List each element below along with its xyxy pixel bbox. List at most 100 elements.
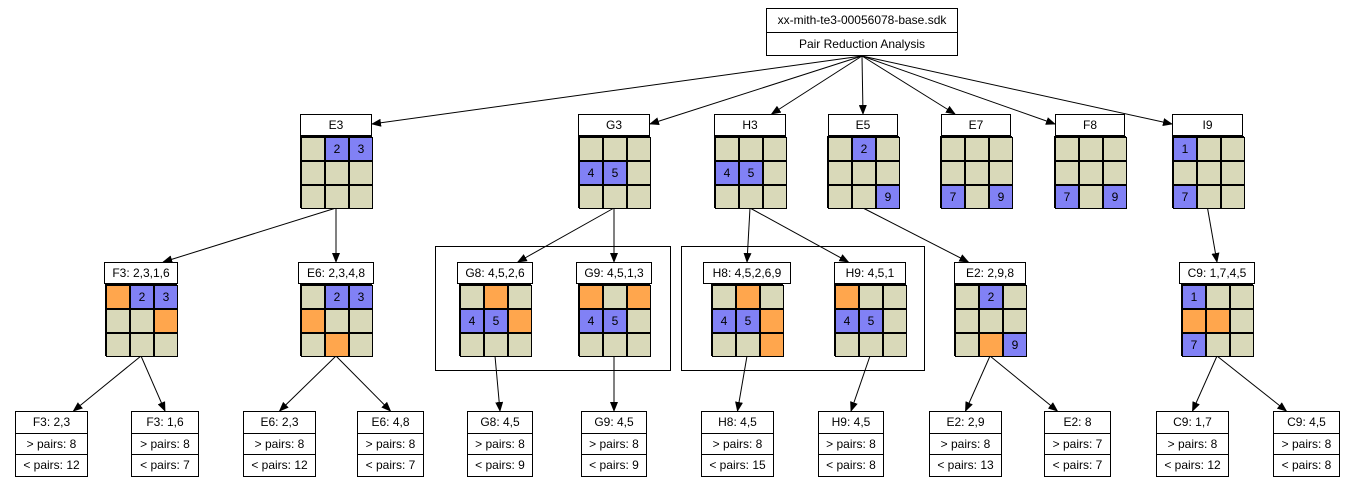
- empty-cell: [989, 137, 1013, 161]
- empty-cell: [301, 161, 325, 185]
- edge-root-e3: [371, 55, 863, 127]
- root-node[interactable]: xx-mith-te3-00056078-base.sdk Pair Reduc…: [766, 8, 958, 56]
- empty-cell: [859, 285, 883, 309]
- empty-cell: [130, 333, 154, 357]
- candidate-cell: [760, 333, 784, 357]
- greater-pairs-count: > pairs: 8: [1157, 433, 1228, 454]
- empty-cell: [1103, 161, 1127, 185]
- pair-cell: 3: [349, 137, 373, 161]
- pair-cell: 9: [989, 185, 1013, 209]
- edge-g3-g8: [516, 207, 615, 263]
- node-title: E5: [828, 114, 898, 136]
- empty-cell: [852, 185, 876, 209]
- empty-cell: [325, 161, 349, 185]
- leaf-node-h8-4-5[interactable]: H8: 4,5> pairs: 8< pairs: 15: [701, 411, 774, 477]
- cluster-h-column: [681, 246, 925, 371]
- edge-root-e5: [858, 55, 867, 115]
- empty-cell: [1079, 161, 1103, 185]
- candidate-cell: [1182, 309, 1206, 333]
- leaf-node-g8-4-5[interactable]: G8: 4,5> pairs: 8< pairs: 9: [467, 411, 533, 477]
- leaf-node-h9-4-5[interactable]: H9: 4,5> pairs: 8< pairs: 8: [818, 411, 884, 477]
- leaf-node-e2-8[interactable]: E2: 8> pairs: 7< pairs: 7: [1044, 411, 1111, 477]
- pair-cell: 9: [1003, 333, 1027, 357]
- leaf-title: G8: 4,5: [480, 415, 520, 429]
- greater-pairs-count: > pairs: 8: [702, 433, 773, 454]
- empty-cell: [1230, 285, 1254, 309]
- empty-cell: [941, 161, 965, 185]
- candidate-cell: [508, 309, 532, 333]
- pair-cell: 9: [876, 185, 900, 209]
- lesser-pairs-count: < pairs: 7: [1045, 454, 1110, 475]
- empty-cell: [106, 333, 130, 357]
- pair-cell: 2: [325, 137, 349, 161]
- empty-cell: [760, 285, 784, 309]
- empty-cell: [1055, 137, 1079, 161]
- leaf-node-e6-4-8[interactable]: E6: 4,8> pairs: 8< pairs: 7: [357, 411, 424, 477]
- empty-cell: [1173, 161, 1197, 185]
- node-title: E6: 2,3,4,8: [298, 262, 374, 284]
- node-title: G3: [578, 114, 650, 136]
- empty-cell: [484, 333, 508, 357]
- pair-cell: 5: [603, 309, 627, 333]
- pair-cell: 4: [579, 161, 603, 185]
- candidate-cell: [736, 285, 760, 309]
- leaf-node-c9-4-5[interactable]: C9: 4,5> pairs: 8< pairs: 8: [1273, 411, 1340, 477]
- pair-cell: 3: [154, 285, 178, 309]
- edge-root-f8: [861, 55, 1056, 125]
- leaf-node-f3-1-6[interactable]: F3: 1,6> pairs: 8< pairs: 7: [131, 411, 199, 477]
- pair-cell: 2: [852, 137, 876, 161]
- pair-cell: 7: [1055, 185, 1079, 209]
- leaf-node-e6-2-3[interactable]: E6: 2,3> pairs: 8< pairs: 12: [243, 411, 316, 477]
- empty-cell: [1003, 309, 1027, 333]
- pair-cell: 5: [859, 309, 883, 333]
- leaf-node-f3-2-3[interactable]: F3: 2,3> pairs: 8< pairs: 12: [15, 411, 88, 477]
- empty-cell: [460, 285, 484, 309]
- lesser-pairs-count: < pairs: 12: [16, 454, 87, 475]
- greater-pairs-count: > pairs: 8: [132, 433, 198, 454]
- empty-cell: [603, 137, 627, 161]
- empty-cell: [1079, 137, 1103, 161]
- empty-cell: [325, 185, 349, 209]
- empty-cell: [1230, 333, 1254, 357]
- candidate-cell: [154, 309, 178, 333]
- leaf-title: E2: 8: [1063, 415, 1092, 429]
- candidate-cell: [579, 285, 603, 309]
- empty-cell: [876, 137, 900, 161]
- lesser-pairs-count: < pairs: 13: [930, 454, 1001, 475]
- node-title: E7: [941, 114, 1011, 136]
- candidate-cell: [760, 309, 784, 333]
- empty-cell: [301, 185, 325, 209]
- empty-cell: [739, 185, 763, 209]
- leaf-node-c9-1-7[interactable]: C9: 1,7> pairs: 8< pairs: 12: [1156, 411, 1229, 477]
- pair-cell: 1: [1182, 285, 1206, 309]
- empty-cell: [979, 309, 1003, 333]
- empty-cell: [508, 333, 532, 357]
- node-title: G9: 4,5,1,3: [576, 262, 652, 284]
- leaf-node-e2-2-9[interactable]: E2: 2,9> pairs: 8< pairs: 13: [929, 411, 1002, 477]
- leaf-node-g9-4-5[interactable]: G9: 4,5> pairs: 8< pairs: 9: [581, 411, 647, 477]
- empty-cell: [349, 333, 373, 357]
- node-title: G8: 4,5,2,6: [457, 262, 533, 284]
- node-title: E3: [300, 114, 372, 136]
- leaf-title: E6: 2,3: [260, 415, 299, 429]
